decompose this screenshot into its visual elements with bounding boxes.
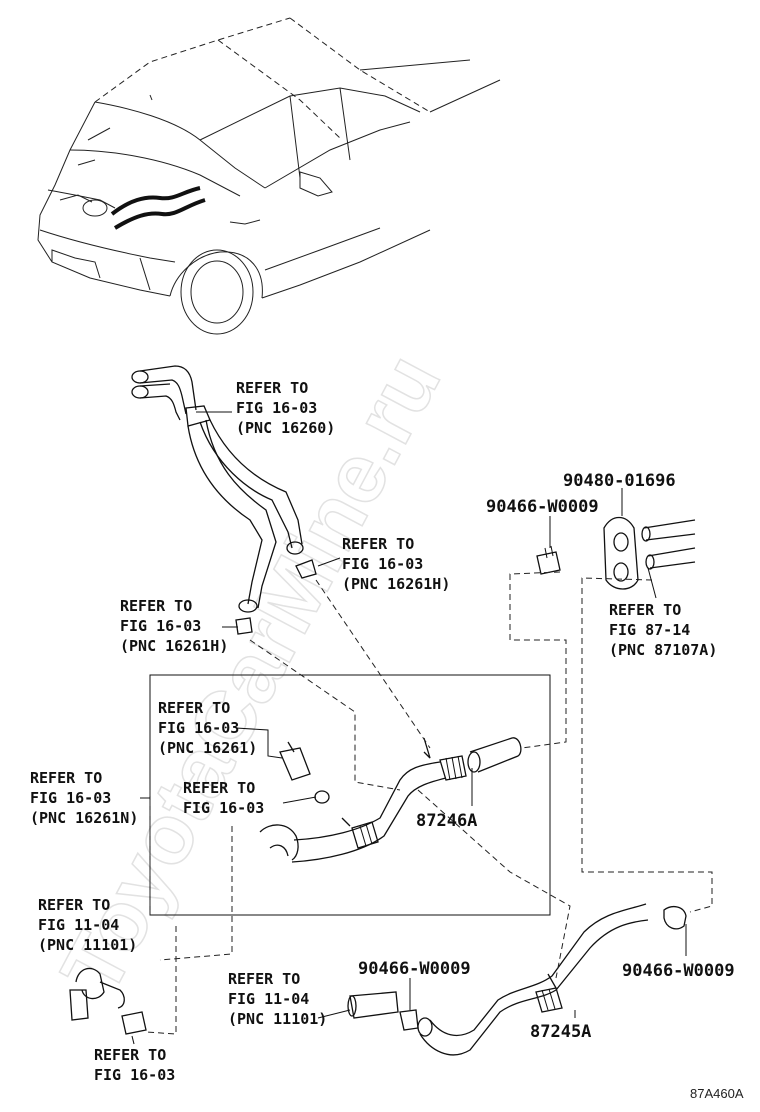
connection-lines (145, 571, 713, 1035)
part-90466-w0009-top: 90466-W0009 (486, 497, 599, 517)
ref-fig-16-03-clamp: REFER TO FIG 16-03 (183, 779, 264, 817)
part-90466-w0009-right: 90466-W0009 (622, 961, 735, 981)
ref-pnc-11101-center: REFER TO FIG 11-04 (PNC 11101) (228, 970, 327, 1028)
ref-pnc-16260: REFER TO FIG 16-03 (PNC 16260) (236, 379, 335, 437)
hose-87245a (69, 903, 687, 1056)
ref-pnc-16261: REFER TO FIG 16-03 (PNC 16261) (158, 699, 257, 757)
heater-hose-assembly (131, 365, 317, 635)
leader-lines (131, 411, 687, 1045)
part-90466-w0009-mid: 90466-W0009 (358, 959, 471, 979)
car-sketch (37, 17, 501, 335)
hose-87246a (259, 737, 522, 863)
callout-labels: REFER TO FIG 16-03 (PNC 16260) REFER TO … (30, 379, 744, 1101)
ref-pnc-16261n: REFER TO FIG 16-03 (PNC 16261N) (30, 769, 138, 827)
part-87245a: 87245A (530, 1022, 591, 1042)
ref-pnc-16261h-lower: REFER TO FIG 16-03 (PNC 16261H) (120, 597, 228, 655)
ref-pnc-87107a: REFER TO FIG 87-14 (PNC 87107A) (609, 601, 717, 659)
ref-pnc-11101-left: REFER TO FIG 11-04 (PNC 11101) (38, 896, 137, 954)
grommet-and-pipes (536, 516, 696, 590)
diagram-code: 87A460A (690, 1086, 744, 1101)
ref-fig-16-03-bottom: REFER TO FIG 16-03 (94, 1046, 175, 1084)
ref-pnc-16261h-upper: REFER TO FIG 16-03 (PNC 16261H) (342, 535, 450, 593)
part-87246a: 87246A (416, 811, 477, 831)
part-90480-01696: 90480-01696 (563, 471, 676, 491)
